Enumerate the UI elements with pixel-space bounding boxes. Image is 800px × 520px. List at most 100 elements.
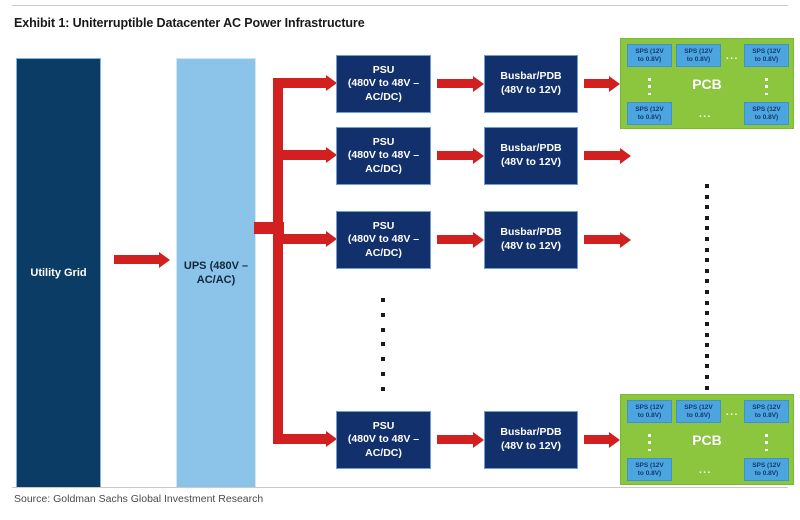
busbar-label-line1: Busbar/PDB bbox=[500, 142, 562, 155]
pcb-column-ellipsis bbox=[705, 184, 709, 411]
pcb-left-ellipsis bbox=[648, 434, 651, 451]
diagram-canvas: Utility Grid UPS (480V – AC/AC) PSU (480… bbox=[0, 36, 800, 488]
sps-label-line1: SPS (12V bbox=[684, 47, 713, 55]
psu-column-ellipsis bbox=[381, 298, 385, 391]
pcb-box-row-4[interactable]: SPS (12V to 0.8V) SPS (12V to 0.8V) ... … bbox=[620, 394, 794, 485]
busbar-label-line1: Busbar/PDB bbox=[500, 226, 562, 239]
arrow-psu3-to-busbar3-shaft bbox=[437, 235, 474, 244]
busbar-label-line1: Busbar/PDB bbox=[500, 426, 562, 439]
bus-branch-1-shaft bbox=[273, 78, 329, 88]
sps-box[interactable]: SPS (12V to 0.8V) bbox=[676, 400, 721, 423]
arrow-psu4-to-busbar4-head bbox=[473, 431, 484, 448]
sps-box[interactable]: SPS (12V to 0.8V) bbox=[744, 458, 789, 481]
bus-branch-4-head bbox=[326, 431, 337, 447]
sps-box[interactable]: SPS (12V to 0.8V) bbox=[744, 102, 789, 125]
pcb-bottom-ellipsis: ... bbox=[699, 465, 712, 476]
sps-label-line2: to 0.8V) bbox=[637, 411, 662, 419]
sps-label-line1: SPS (12V bbox=[752, 403, 781, 411]
psu-label-line1: PSU bbox=[372, 419, 395, 432]
psu-label-line2: (480V to 48V – bbox=[347, 433, 420, 446]
ups-label-line2: AC/AC) bbox=[196, 274, 236, 286]
arrow-utility-to-ups-shaft bbox=[114, 255, 160, 264]
psu-box-row-3[interactable]: PSU (480V to 48V – AC/DC) bbox=[336, 211, 431, 269]
sps-label-line2: to 0.8V) bbox=[754, 469, 779, 477]
arrow-psu2-to-busbar2-shaft bbox=[437, 151, 474, 160]
psu-label-line2: (480V to 48V – bbox=[347, 149, 420, 162]
busbar-label-line2: (48V to 12V) bbox=[500, 440, 562, 452]
sps-label-line1: SPS (12V bbox=[635, 461, 664, 469]
utility-grid-box[interactable]: Utility Grid bbox=[16, 58, 101, 488]
sps-box[interactable]: SPS (12V to 0.8V) bbox=[627, 400, 672, 423]
busbar-box-row-2[interactable]: Busbar/PDB (48V to 12V) bbox=[484, 127, 578, 185]
arrow-psu4-to-busbar4-shaft bbox=[437, 435, 474, 444]
sps-label-line1: SPS (12V bbox=[752, 47, 781, 55]
sps-box[interactable]: SPS (12V to 0.8V) bbox=[676, 44, 721, 67]
sps-label-line2: to 0.8V) bbox=[637, 55, 662, 63]
source-note: Source: Goldman Sachs Global Investment … bbox=[14, 493, 264, 505]
psu-box-row-1[interactable]: PSU (480V to 48V – AC/DC) bbox=[336, 55, 431, 113]
ups-box[interactable]: UPS (480V – AC/AC) bbox=[176, 58, 256, 488]
sps-label-line2: to 0.8V) bbox=[686, 411, 711, 419]
sps-box[interactable]: SPS (12V to 0.8V) bbox=[744, 44, 789, 67]
pcb-box-row-1[interactable]: SPS (12V to 0.8V) SPS (12V to 0.8V) ... … bbox=[620, 38, 794, 129]
sps-label-line2: to 0.8V) bbox=[686, 55, 711, 63]
busbar-label-line1: Busbar/PDB bbox=[500, 70, 562, 83]
busbar-label-line2: (48V to 12V) bbox=[500, 240, 562, 252]
bus-branch-2-shaft bbox=[273, 150, 329, 160]
psu-box-row-2[interactable]: PSU (480V to 48V – AC/DC) bbox=[336, 127, 431, 185]
sps-box[interactable]: SPS (12V to 0.8V) bbox=[627, 44, 672, 67]
pcb-bottom-ellipsis: ... bbox=[699, 109, 712, 120]
pcb-right-ellipsis bbox=[765, 78, 768, 95]
arrow-busbar3-out-head bbox=[620, 231, 631, 248]
bus-trunk-vertical bbox=[273, 78, 283, 444]
arrow-busbar3-out-shaft bbox=[584, 235, 621, 244]
arrow-psu1-to-busbar1-head bbox=[473, 75, 484, 92]
psu-label-line3: AC/DC) bbox=[365, 446, 402, 459]
psu-label-line3: AC/DC) bbox=[365, 162, 402, 175]
psu-label-line2: (480V to 48V – bbox=[347, 233, 420, 246]
sps-label-line1: SPS (12V bbox=[684, 403, 713, 411]
busbar-box-row-3[interactable]: Busbar/PDB (48V to 12V) bbox=[484, 211, 578, 269]
sps-label-line1: SPS (12V bbox=[635, 105, 664, 113]
sps-label-line1: SPS (12V bbox=[635, 47, 664, 55]
arrow-utility-to-ups-head bbox=[159, 251, 170, 268]
psu-label-line3: AC/DC) bbox=[365, 90, 402, 103]
psu-label-line2: (480V to 48V – bbox=[347, 77, 420, 90]
bus-branch-1-head bbox=[326, 75, 337, 91]
busbar-label-line2: (48V to 12V) bbox=[500, 84, 562, 96]
sps-box[interactable]: SPS (12V to 0.8V) bbox=[744, 400, 789, 423]
arrow-busbar2-out-head bbox=[620, 147, 631, 164]
sps-label-line1: SPS (12V bbox=[635, 403, 664, 411]
arrow-busbar1-to-pcb1-head bbox=[609, 75, 620, 92]
psu-label-line1: PSU bbox=[372, 219, 395, 232]
pcb-top-ellipsis: ... bbox=[726, 51, 739, 62]
bus-branch-3-shaft bbox=[273, 234, 329, 244]
sps-label-line2: to 0.8V) bbox=[754, 411, 779, 419]
pcb-top-ellipsis: ... bbox=[726, 407, 739, 418]
pcb-label: PCB bbox=[692, 431, 722, 448]
utility-grid-label: Utility Grid bbox=[30, 266, 87, 279]
bus-branch-3-head bbox=[326, 231, 337, 247]
sps-label-line1: SPS (12V bbox=[752, 105, 781, 113]
psu-box-row-4[interactable]: PSU (480V to 48V – AC/DC) bbox=[336, 411, 431, 469]
ups-label-line1: UPS (480V – bbox=[183, 259, 249, 272]
sps-label-line2: to 0.8V) bbox=[637, 469, 662, 477]
pcb-left-ellipsis bbox=[648, 78, 651, 95]
busbar-box-row-4[interactable]: Busbar/PDB (48V to 12V) bbox=[484, 411, 578, 469]
page-title: Exhibit 1: Uniterruptible Datacenter AC … bbox=[14, 16, 365, 30]
sps-box[interactable]: SPS (12V to 0.8V) bbox=[627, 458, 672, 481]
busbar-box-row-1[interactable]: Busbar/PDB (48V to 12V) bbox=[484, 55, 578, 113]
top-divider bbox=[12, 5, 788, 6]
bus-branch-2-head bbox=[326, 147, 337, 163]
sps-label-line1: SPS (12V bbox=[752, 461, 781, 469]
psu-label-line1: PSU bbox=[372, 135, 395, 148]
arrow-psu2-to-busbar2-head bbox=[473, 147, 484, 164]
arrow-busbar1-to-pcb1-shaft bbox=[584, 79, 610, 88]
sps-label-line2: to 0.8V) bbox=[754, 55, 779, 63]
arrow-busbar2-out-shaft bbox=[584, 151, 621, 160]
sps-label-line2: to 0.8V) bbox=[637, 113, 662, 121]
sps-box[interactable]: SPS (12V to 0.8V) bbox=[627, 102, 672, 125]
arrow-psu3-to-busbar3-head bbox=[473, 231, 484, 248]
psu-label-line1: PSU bbox=[372, 63, 395, 76]
